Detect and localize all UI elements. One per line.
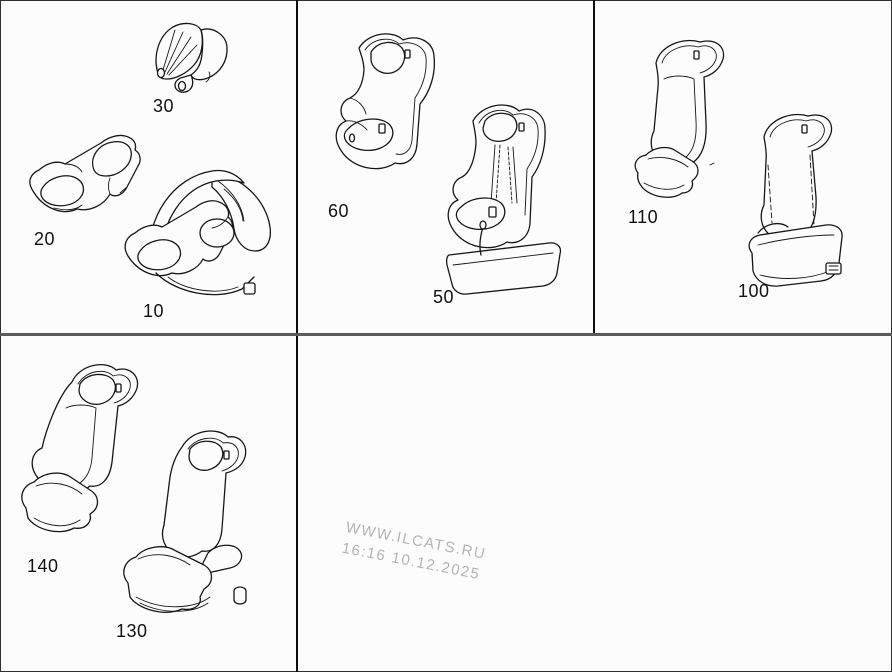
part-number-label: 140 — [27, 556, 59, 576]
part-number-label: 60 — [328, 201, 350, 221]
child-seat-drawing — [21, 364, 139, 533]
part-item-10[interactable]: 10 — [120, 161, 284, 329]
canopy-drawing — [155, 22, 228, 93]
part-item-110[interactable]: 110 — [628, 35, 750, 235]
part-number-label: 50 — [433, 287, 455, 307]
grid-vertical-divider-left — [296, 0, 298, 672]
part-number-label: 30 — [153, 96, 175, 116]
infant-seat-shell-drawing — [29, 134, 141, 213]
child-seat-with-cushion-drawing — [123, 430, 247, 613]
part-item-20[interactable]: 20 — [24, 131, 164, 253]
part-item-130[interactable]: 130 — [116, 425, 266, 649]
part-number-label: 100 — [738, 281, 770, 301]
grid-vertical-divider-right — [593, 0, 595, 334]
infant-carrier-drawing — [124, 169, 272, 296]
part-number-label: 20 — [34, 229, 56, 249]
part-number-label: 110 — [628, 207, 659, 227]
booster-seat-with-base-drawing — [748, 113, 843, 287]
toddler-seat-with-base-drawing — [445, 104, 562, 295]
part-item-100[interactable]: 100 — [738, 105, 864, 309]
part-item-140[interactable]: 140 — [16, 358, 160, 582]
part-item-50[interactable]: 50 — [433, 95, 575, 313]
part-item-60[interactable]: 60 — [327, 28, 469, 226]
part-item-30[interactable]: 30 — [145, 20, 237, 120]
watermark: WWW.ILCATS.RU 16:16 10.12.2025 — [340, 517, 488, 585]
grid-horizontal-divider — [0, 333, 892, 336]
part-number-label: 130 — [116, 621, 148, 641]
booster-backrest-drawing — [634, 39, 725, 198]
toddler-seat-drawing — [335, 33, 436, 170]
part-number-label: 10 — [143, 301, 165, 321]
